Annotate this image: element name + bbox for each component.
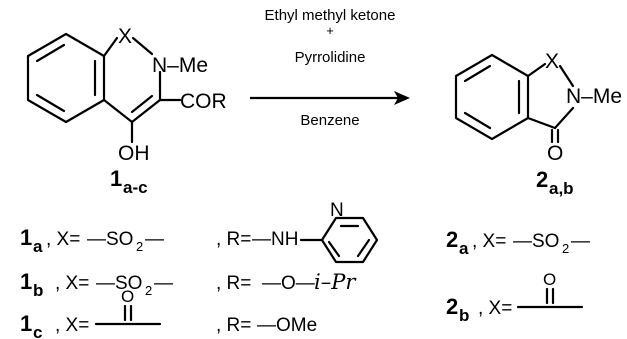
legend-row-1b: 1 b , X= —SO 2 — , R= —O— i–Pr [20, 269, 357, 300]
svg-text:1: 1 [20, 225, 32, 250]
svg-text:2: 2 [446, 227, 458, 252]
svg-text:1: 1 [20, 311, 32, 336]
svg-text:b: b [459, 306, 469, 325]
solvent-benzene: Benzene [300, 112, 359, 129]
svg-text:2: 2 [562, 241, 569, 256]
pyridine-ring: N [299, 200, 379, 264]
product-label: 2 a,b [536, 167, 574, 198]
reactant-n-me: N–Me [152, 54, 208, 77]
legend-row-1c: 1 c , X= O , R= —OMe [20, 287, 317, 339]
svg-text:1: 1 [110, 166, 122, 191]
svg-text:i–Pr: i–Pr [314, 270, 357, 294]
reaction-arrow [250, 91, 410, 105]
svg-text:—O—: —O— [262, 273, 315, 294]
svg-text:—OMe: —OMe [257, 315, 317, 336]
svg-text:1: 1 [20, 269, 32, 294]
svg-text:—: — [145, 229, 164, 250]
reactant-label: 1 a-c [110, 166, 148, 197]
carbonyl-o-1c: O [121, 287, 134, 306]
product-structure: X N–Me O [454, 50, 622, 165]
svg-text:2: 2 [136, 239, 143, 254]
svg-text:, X=: , X= [55, 273, 89, 294]
reactant-structure: X N–Me COR OH [26, 25, 227, 165]
svg-text:—SO: —SO [87, 229, 133, 250]
svg-text:—SO: —SO [513, 231, 559, 252]
svg-text:a,b: a,b [549, 179, 574, 198]
pyridine-n-atom: N [330, 200, 344, 221]
svg-text:c: c [33, 323, 42, 339]
svg-text:, R=: , R= [216, 229, 251, 250]
svg-text:2: 2 [145, 283, 152, 298]
svg-text:, R=: , R= [216, 273, 251, 294]
svg-text:, X=: , X= [55, 315, 89, 336]
product-n-me: N–Me [566, 85, 622, 108]
svg-text:—SO: —SO [96, 273, 142, 294]
svg-text:a: a [33, 237, 43, 256]
svg-text:2: 2 [446, 294, 458, 319]
carbonyl-o-2b: O [543, 270, 556, 289]
reagent-ethyl-methyl-ketone: Ethyl methyl ketone [265, 7, 396, 24]
svg-text:, X=: , X= [472, 231, 506, 252]
svg-text:, X=: , X= [478, 298, 512, 319]
svg-text:, R=: , R= [216, 315, 251, 336]
reactant-hetero-ring [102, 36, 119, 58]
svg-text:, X=: , X= [46, 229, 80, 250]
svg-text:a-c: a-c [123, 178, 148, 197]
svg-text:a: a [459, 239, 469, 258]
reagent-plus-sign: + [326, 23, 334, 38]
svg-text:b: b [33, 281, 43, 300]
product-o-atom: O [547, 142, 563, 165]
legend-row-2a: 2 a , X= —SO 2 — [446, 227, 590, 258]
reactant-oh: OH [118, 142, 150, 165]
reagent-pyrrolidine: Pyrrolidine [295, 49, 366, 66]
svg-text:—: — [154, 273, 173, 294]
svg-text:—NH: —NH [252, 229, 298, 250]
svg-text:—: — [571, 231, 590, 252]
legend-row-1a: 1 a , X= —SO 2 — , R= —NH [20, 225, 298, 256]
product-x-atom: X [545, 50, 559, 73]
svg-text:2: 2 [536, 167, 548, 192]
legend-row-2b: 2 b , X= O [446, 270, 584, 325]
reactant-x-atom: X [118, 25, 132, 48]
reactant-benzene-ring [26, 32, 106, 124]
reactant-cor: COR [180, 90, 227, 113]
product-benzene-ring [454, 53, 530, 141]
